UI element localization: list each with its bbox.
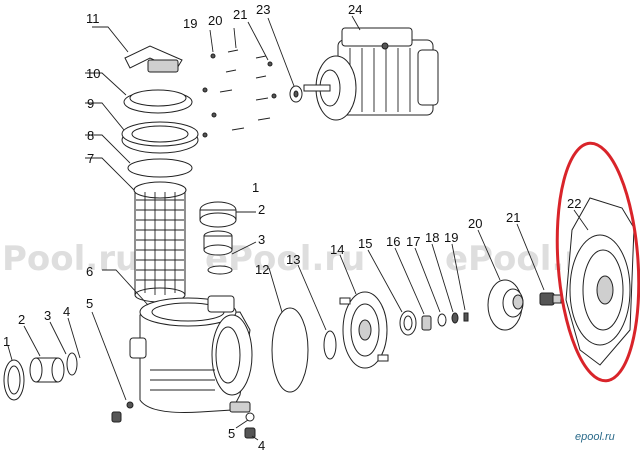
callout-16: 16 xyxy=(386,234,400,249)
callout-9: 9 xyxy=(87,96,94,111)
callout-6: 6 xyxy=(86,264,93,279)
callout-4-left: 4 xyxy=(63,304,70,319)
callout-23: 23 xyxy=(256,2,270,17)
callout-1-right: 1 xyxy=(252,180,259,195)
parts-4-5-plugs xyxy=(111,401,256,439)
callout-5-left: 5 xyxy=(86,296,93,311)
callout-15: 15 xyxy=(358,236,372,251)
callout-17: 17 xyxy=(406,234,420,249)
callout-20-bottom: 20 xyxy=(468,216,482,231)
callout-5-bottom: 5 xyxy=(228,426,235,441)
part-21-adapter xyxy=(539,292,562,306)
highlight-ellipse xyxy=(555,141,640,383)
callout-12: 12 xyxy=(255,262,269,277)
part-22-bracket xyxy=(565,197,635,366)
part-24-motor xyxy=(303,27,439,121)
callout-24: 24 xyxy=(348,2,362,17)
part-10-lid xyxy=(123,89,193,114)
callout-3-right: 3 xyxy=(258,232,265,247)
callout-7: 7 xyxy=(87,151,94,166)
callout-3-left: 3 xyxy=(44,308,51,323)
parts-15-19-seal-stack xyxy=(399,310,469,336)
part-13-small-oring xyxy=(323,330,337,360)
part-23-washer xyxy=(289,85,303,103)
callout-20-top: 20 xyxy=(208,13,222,28)
callout-21-top: 21 xyxy=(233,7,247,22)
callout-2-left: 2 xyxy=(18,312,25,327)
part-8-oring xyxy=(127,158,193,178)
part-11-clamp xyxy=(124,45,183,73)
leader-lines xyxy=(7,15,589,441)
part-9-ring xyxy=(121,121,199,154)
callout-11: 11 xyxy=(86,11,100,26)
callout-1-left: 1 xyxy=(3,334,10,349)
callout-18: 18 xyxy=(425,230,439,245)
part-20-impeller xyxy=(487,279,524,331)
parts-19-20-21-bolts-top xyxy=(202,49,277,138)
callout-4-bottom: 4 xyxy=(258,438,265,453)
callout-19-bottom: 19 xyxy=(444,230,458,245)
callout-8: 8 xyxy=(87,128,94,143)
callout-14: 14 xyxy=(330,242,344,257)
callout-13: 13 xyxy=(286,252,300,267)
part-14-diffuser xyxy=(339,291,389,369)
callout-21-bottom: 21 xyxy=(506,210,520,225)
parts-1-2-3-union-left xyxy=(3,352,78,401)
watermark-left: Pool.ru xyxy=(2,239,139,279)
part-7-basket xyxy=(133,181,187,303)
callout-10: 10 xyxy=(86,66,100,81)
callout-22: 22 xyxy=(567,196,581,211)
part-12-large-oring xyxy=(271,307,309,393)
callout-19-top: 19 xyxy=(183,16,197,31)
part-6-housing xyxy=(129,295,253,413)
callout-2-right: 2 xyxy=(258,202,265,217)
parts-1-2-3-union-right xyxy=(199,201,237,275)
callout-numbers: 11 19 20 21 23 24 10 9 8 7 1 2 3 6 12 13… xyxy=(3,2,581,453)
brand-logo: epool.ru xyxy=(575,431,615,443)
